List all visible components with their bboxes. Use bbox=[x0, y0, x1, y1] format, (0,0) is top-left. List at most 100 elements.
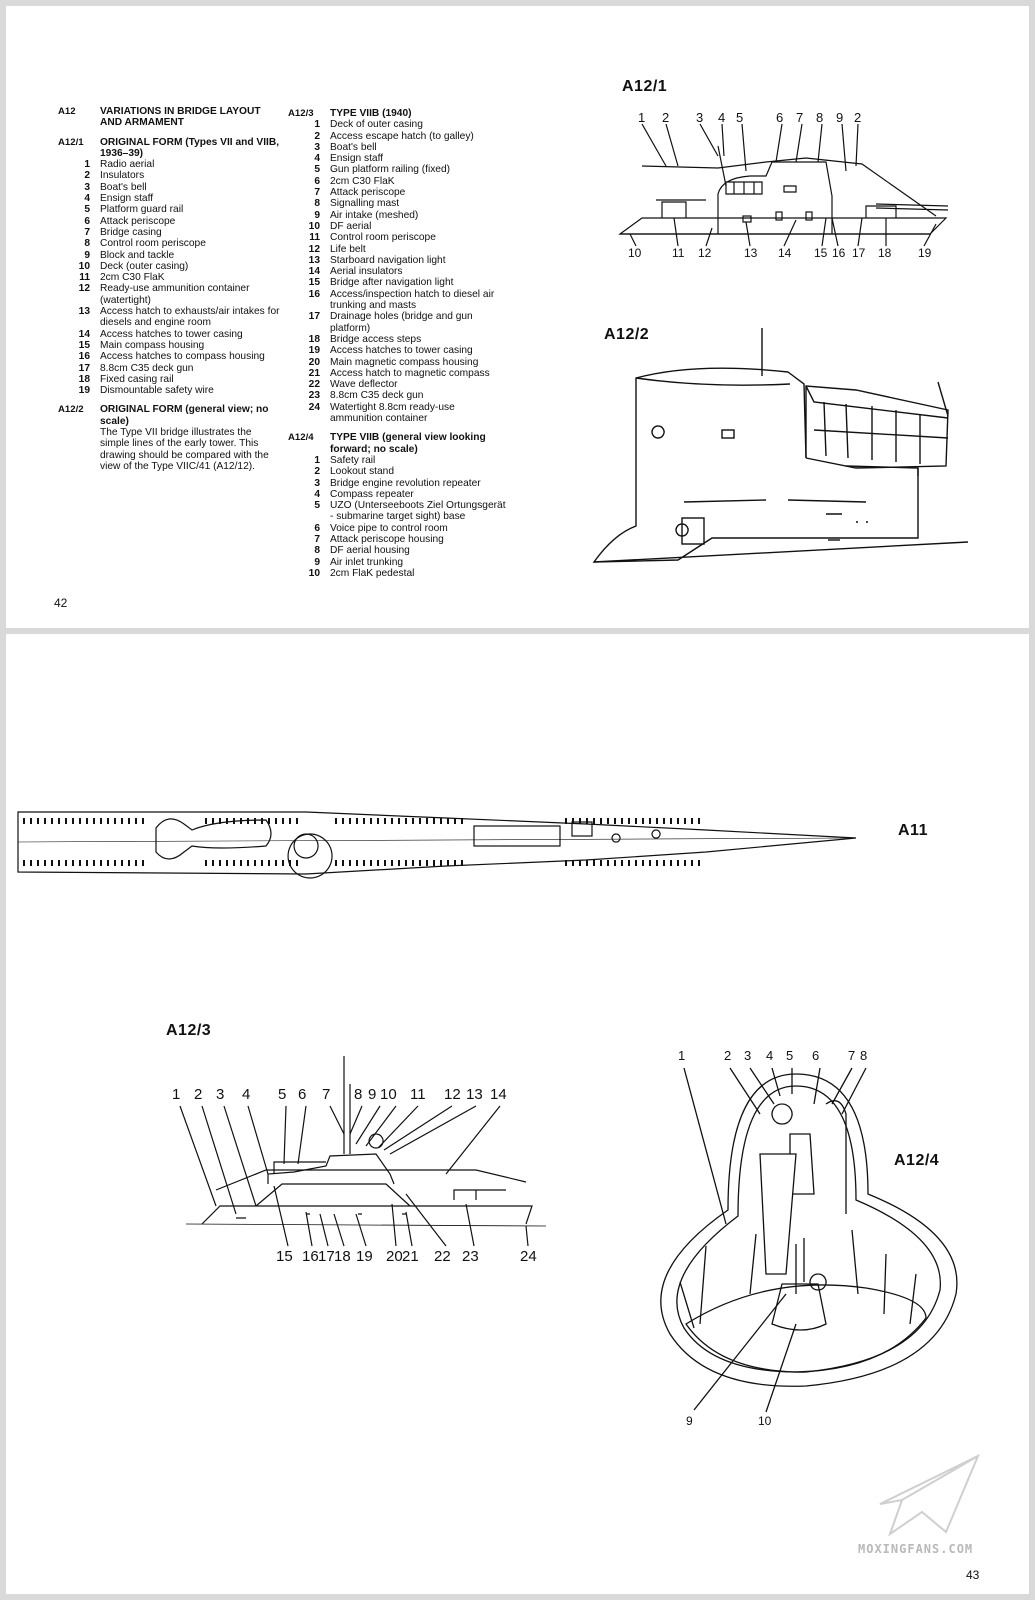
legend-item-number: 12 bbox=[308, 243, 320, 255]
legend-item-number: 5 bbox=[84, 204, 90, 216]
legend-item-number: 8 bbox=[84, 238, 90, 250]
callout-number: 9 bbox=[368, 1086, 377, 1103]
legend-item: 8 Control room periscope bbox=[58, 238, 280, 249]
callout-number: 2 bbox=[854, 110, 862, 125]
callout-number: 12 bbox=[444, 1086, 461, 1103]
legend-item: 3 Boat's bell bbox=[58, 182, 280, 193]
legend-item-text: Signalling mast bbox=[330, 198, 400, 210]
legend-item-number: 18 bbox=[308, 333, 320, 345]
callout-number: 5 bbox=[786, 1048, 794, 1063]
callout-number: 5 bbox=[278, 1086, 287, 1103]
section-heading: VARIATIONS IN BRIDGE LAYOUT AND ARMAMENT bbox=[100, 106, 261, 129]
callout-number: 11 bbox=[672, 246, 685, 260]
legend-item-text: 8.8cm C35 deck gun bbox=[330, 390, 424, 402]
callout-number: 10 bbox=[628, 246, 642, 260]
legend-item-number: 2 bbox=[314, 130, 320, 142]
legend-item-text: Voice pipe to control room bbox=[330, 522, 448, 534]
legend-item-text: Control room periscope bbox=[100, 238, 206, 250]
legend-item-text: Ensign staff bbox=[100, 193, 154, 205]
legend-item-text: Access hatches to tower casing bbox=[100, 328, 243, 340]
legend-item-number: 9 bbox=[84, 249, 90, 261]
section-heading: ORIGINAL FORM (general view; no scale) bbox=[100, 404, 269, 427]
legend-item-number: 14 bbox=[78, 328, 90, 340]
callout-number: 22 bbox=[434, 1248, 451, 1265]
section-code: A12/4 bbox=[288, 432, 314, 444]
legend-item-text: DF aerial housing bbox=[330, 545, 410, 557]
callout-number: 1 bbox=[638, 110, 646, 125]
legend-item-text: Access hatches to compass housing bbox=[100, 351, 265, 363]
callout-number: 4 bbox=[242, 1086, 251, 1103]
legend-column-1: A12 VARIATIONS IN BRIDGE LAYOUT AND ARMAM… bbox=[58, 106, 280, 472]
legend-item-number: 22 bbox=[308, 379, 320, 391]
legend-item-text: Block and tackle bbox=[100, 249, 175, 261]
legend-item-number: 14 bbox=[308, 266, 320, 278]
callout-number: 15 bbox=[276, 1248, 293, 1265]
legend-item-text: Access hatches to tower casing bbox=[330, 345, 473, 357]
legend-item-text: UZO (Unterseeboots Ziel Ortungsgerät - s… bbox=[330, 500, 506, 523]
legend-item-number: 10 bbox=[308, 567, 320, 579]
callout-number: 3 bbox=[744, 1048, 752, 1063]
callout-number: 17 bbox=[318, 1248, 335, 1265]
callout-number: 20 bbox=[386, 1248, 403, 1265]
figure-label-a12-4: A12/4 bbox=[894, 1152, 940, 1169]
legend-item-text: Life belt bbox=[330, 243, 366, 255]
legend-item-number: 9 bbox=[314, 556, 320, 568]
callout-number: 6 bbox=[812, 1048, 820, 1063]
legend-item-number: 13 bbox=[78, 306, 90, 318]
legend-item-number: 3 bbox=[84, 181, 90, 193]
section-code: A12/2 bbox=[58, 404, 84, 416]
legend-item-number: 20 bbox=[308, 356, 320, 368]
legend-item-number: 5 bbox=[314, 500, 320, 512]
section-code: A12 bbox=[58, 106, 76, 117]
legend-item-number: 12 bbox=[78, 283, 90, 295]
legend-item-text: 8.8cm C35 deck gun bbox=[100, 362, 194, 374]
legend-item-text: Boat's bell bbox=[100, 181, 147, 193]
watermark-text: MOXINGFANS.COM bbox=[858, 1542, 974, 1556]
callout-number: 10 bbox=[758, 1414, 772, 1428]
section-code: A12/3 bbox=[288, 108, 314, 119]
legend-item-number: 5 bbox=[314, 164, 320, 176]
legend-item-number: 10 bbox=[78, 260, 90, 272]
legend-item-number: 15 bbox=[78, 339, 90, 351]
legend-item: 13 Access hatch to exhausts/air intakes f… bbox=[58, 306, 280, 329]
legend-section: A12/2 ORIGINAL FORM (general view; no sca… bbox=[58, 404, 280, 427]
a11-hull-plan-drawing bbox=[17, 811, 857, 879]
legend-item-text: Bridge after navigation light bbox=[330, 277, 454, 289]
legend-item-text: Control room periscope bbox=[330, 232, 436, 244]
legend-item-text: Lookout stand bbox=[330, 466, 395, 478]
legend-item-number: 19 bbox=[308, 345, 320, 357]
figure-label-a11: A11 bbox=[898, 822, 928, 839]
legend-item-number: 3 bbox=[314, 141, 320, 153]
legend-item-number: 21 bbox=[308, 367, 320, 379]
legend-item-text: Aerial insulators bbox=[330, 266, 403, 278]
legend-item-text: DF aerial bbox=[330, 220, 372, 232]
callout-number: 8 bbox=[816, 110, 824, 125]
legend-item-number: 1 bbox=[84, 159, 90, 171]
callout-number: 19 bbox=[356, 1248, 373, 1265]
legend-item-number: 16 bbox=[308, 288, 320, 300]
legend-item-number: 9 bbox=[314, 209, 320, 221]
legend-item-text: Ensign staff bbox=[330, 153, 384, 165]
callout-number: 8 bbox=[354, 1086, 363, 1103]
legend-item-text: Access hatch to exhausts/air intakes for… bbox=[100, 306, 280, 329]
legend-item: 5 UZO (Unterseeboots Ziel Ortungsgerät - … bbox=[288, 500, 510, 523]
section-heading: ORIGINAL FORM (Types VII and VIIB, 1936–… bbox=[100, 136, 280, 159]
legend-item-text: Compass repeater bbox=[330, 488, 414, 500]
callout-number: 4 bbox=[718, 110, 726, 125]
